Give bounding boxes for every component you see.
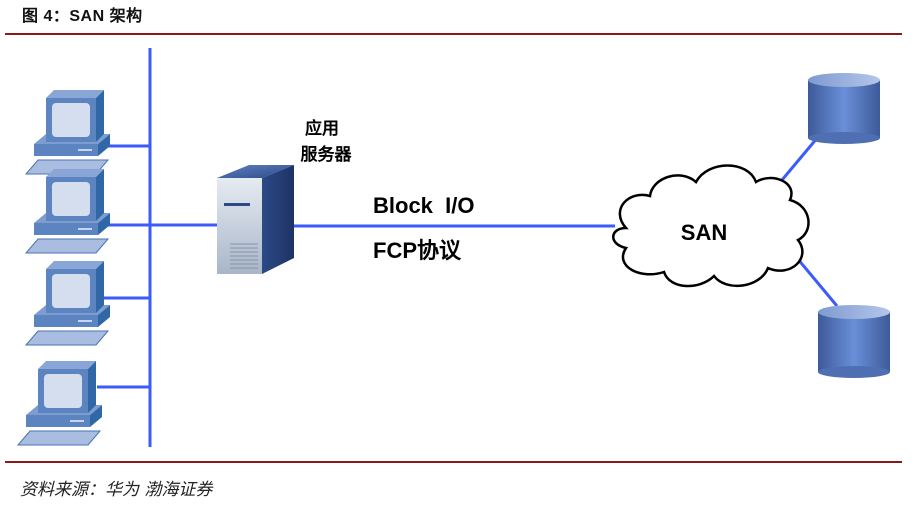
desktop-computer-icon: [17, 360, 103, 446]
desktop-computer-icon: [25, 168, 111, 254]
figure-source: 资料来源：华为 渤海证券: [20, 480, 213, 500]
server-tower-icon: [217, 165, 294, 274]
block-io-label: Block I/O: [373, 193, 474, 218]
bottom-rule: [5, 461, 902, 463]
database-cylinder-icon: [808, 73, 880, 144]
cloud-icon: [612, 164, 810, 288]
fcp-protocol-label: FCP协议: [373, 238, 462, 263]
figure-title: 图 4：SAN 架构: [22, 8, 143, 25]
san-label: SAN: [681, 220, 727, 245]
server-label-line1: 应用: [305, 118, 339, 138]
server-label-line2: 服务器: [301, 144, 353, 164]
database-cylinder-icon: [818, 305, 890, 378]
desktop-computer-icon: [25, 89, 111, 175]
desktop-computer-icon: [25, 260, 111, 346]
san-to-storage-1-link: [780, 136, 820, 181]
top-rule: [5, 33, 902, 35]
